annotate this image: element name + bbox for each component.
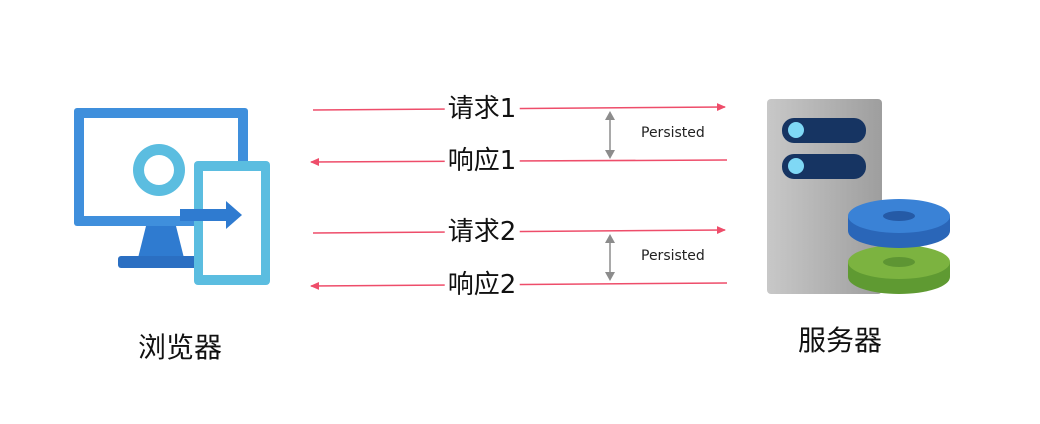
- label-persisted-1: Persisted: [641, 125, 705, 141]
- disk-blue: [848, 199, 950, 248]
- label-response-1: 响应1: [444, 148, 520, 174]
- magnifier-icon: [133, 144, 185, 196]
- server-icon: [767, 99, 882, 294]
- label-server: 服务器: [797, 324, 883, 357]
- persisted-connector-2: [605, 234, 615, 281]
- persisted-connector-1: [605, 111, 615, 159]
- label-browser: 浏览器: [137, 331, 223, 364]
- label-response-2: 响应2: [444, 272, 520, 298]
- arrow-right-icon: [180, 201, 242, 229]
- label-request-1: 请求1: [444, 96, 520, 122]
- database-disk-icon: [848, 199, 950, 294]
- browser-icon: [74, 108, 270, 285]
- label-persisted-2: Persisted: [641, 248, 705, 264]
- label-request-2: 请求2: [444, 219, 520, 245]
- disk-green: [848, 245, 950, 294]
